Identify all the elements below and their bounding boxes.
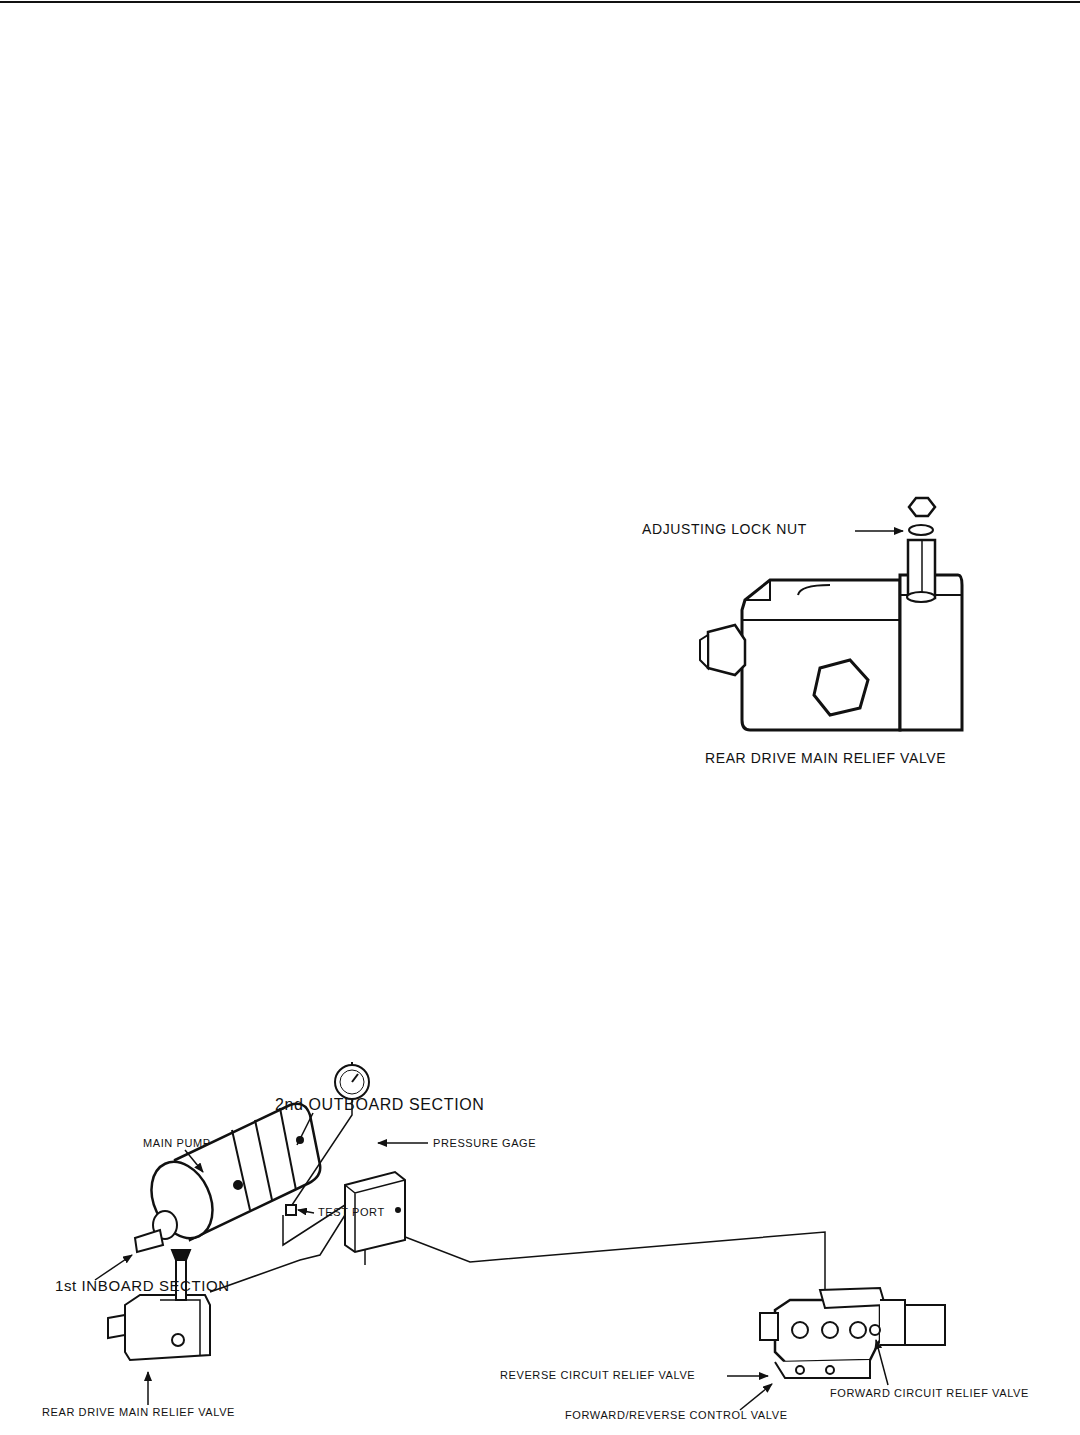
part-label: PRESSURE GAGE (433, 1137, 536, 1149)
part-label: REAR DRIVE MAIN RELIEF VALVE (42, 1406, 235, 1418)
main-pump-drawing (95, 1062, 428, 1280)
section-label: 1st INBOARD SECTION (55, 1278, 230, 1295)
part-label: TEST PORT (318, 1206, 385, 1218)
callout-label: ADJUSTING LOCK NUT (642, 522, 807, 537)
part-label: FORWARD CIRCUIT RELIEF VALVE (830, 1387, 1029, 1399)
relief-valve-drawing (108, 1250, 210, 1405)
caption-label: REAR DRIVE MAIN RELIEF VALVE (705, 751, 946, 766)
part-label: FORWARD/REVERSE CONTROL VALVE (565, 1409, 788, 1421)
top-rule (0, 1, 1080, 3)
hose-lines (210, 1205, 825, 1292)
part-label: REVERSE CIRCUIT RELIEF VALVE (500, 1369, 695, 1381)
part-label: MAIN PUMP (143, 1137, 211, 1149)
section-label: 2nd OUTBOARD SECTION (275, 1096, 484, 1114)
